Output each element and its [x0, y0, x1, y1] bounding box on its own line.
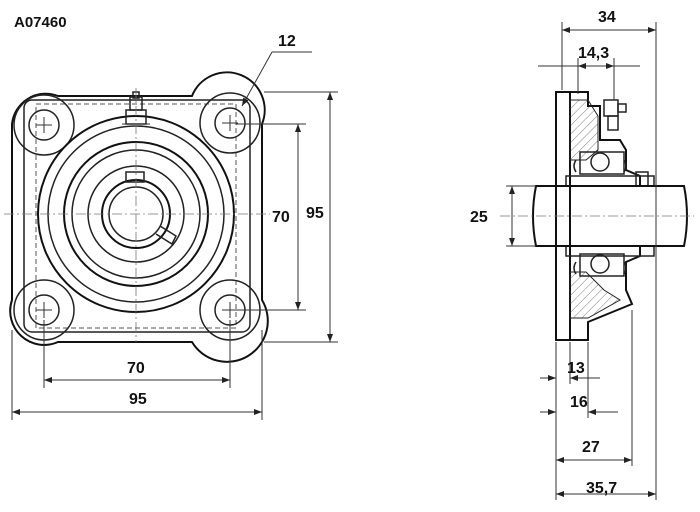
section-hatch-lower [569, 271, 621, 319]
flange-inner-square [23, 99, 251, 333]
bolt-hole-top-left [13, 94, 75, 156]
dim-shaft-diameter: 25 [470, 209, 488, 226]
dim-13: 13 [567, 360, 585, 377]
part-code: A07460 [14, 14, 67, 31]
dim-35-7: 35,7 [586, 480, 617, 497]
section-hatch-upper [569, 99, 599, 161]
side-view: 34 14,3 25 13 16 27 35,7 [470, 9, 694, 500]
keyway [155, 225, 177, 246]
housing-lower [570, 245, 641, 341]
dim-bolt-spacing-vertical: 70 [272, 209, 290, 226]
dim-callout-radius: 12 [278, 33, 296, 50]
bolt-hole-top-right [199, 92, 261, 154]
grease-nipple-side-icon [603, 99, 627, 131]
shaft [532, 185, 688, 247]
dim-bolt-spacing-horizontal: 70 [127, 360, 145, 377]
flange-outline [9, 71, 269, 363]
dim-width-overall: 95 [129, 391, 147, 408]
set-screw [125, 171, 145, 183]
dim-length-overall: 34 [598, 9, 616, 26]
dim-27: 27 [582, 439, 600, 456]
front-view: 12 70 95 70 95 [4, 33, 338, 420]
bearing-balls [573, 151, 627, 277]
dim-inner-offset: 14,3 [578, 45, 609, 62]
dim-16: 16 [570, 394, 588, 411]
dim-height-overall: 95 [306, 205, 324, 222]
